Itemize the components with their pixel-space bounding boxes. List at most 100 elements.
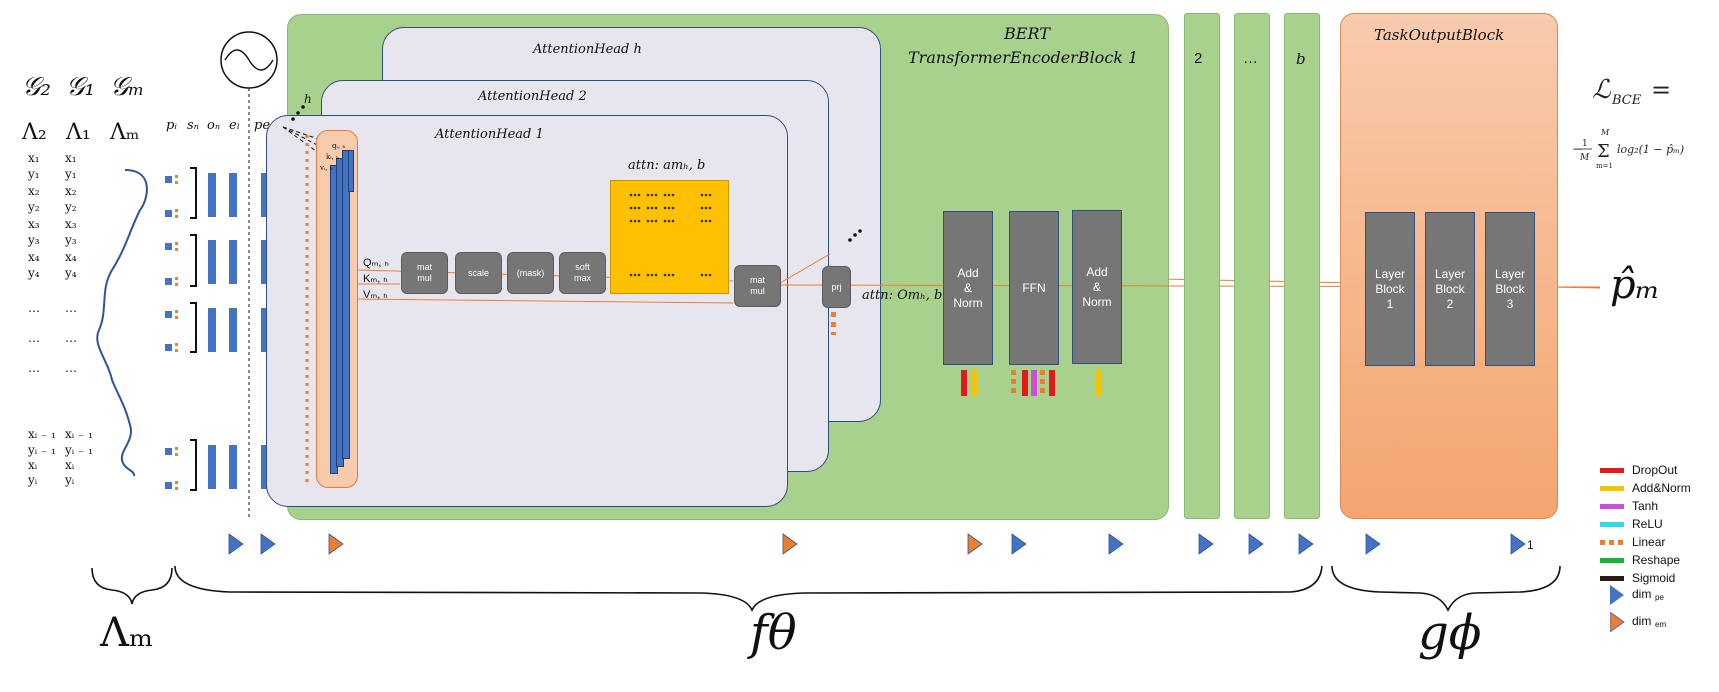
marker-add-norm	[1096, 370, 1102, 396]
legend-label: Add&Norm	[1632, 481, 1691, 495]
dimension-arrow-icon	[967, 533, 983, 555]
legend-label: ReLU	[1632, 517, 1663, 531]
encoder-block-b	[1284, 13, 1320, 519]
dimension-arrow-icon	[1510, 533, 1526, 555]
coordinate-value: xᵢ	[65, 458, 75, 472]
layer-block-3: Layer Block 3	[1485, 212, 1535, 366]
header-s: sₙ	[187, 118, 199, 133]
add-norm-2-block: Add & Norm	[1072, 210, 1122, 364]
legend-swatch	[1600, 486, 1624, 491]
legend-swatch	[1600, 504, 1624, 509]
coordinate-value: …	[65, 331, 77, 345]
linear-marker	[175, 283, 178, 286]
embedding-bar	[261, 308, 269, 352]
embedding-bar	[229, 308, 237, 352]
linear-marker	[175, 248, 178, 251]
layer-block-1: Layer Block 1	[1365, 212, 1415, 366]
encoder-block-2	[1184, 13, 1220, 519]
legend-label: Tanh	[1632, 499, 1659, 513]
linear-marker	[175, 215, 178, 218]
coordinate-value: yᵢ	[28, 473, 38, 487]
marker-tanh	[1031, 370, 1037, 396]
marker-linear	[1011, 370, 1016, 396]
legend-label: DropOut	[1632, 463, 1678, 477]
head-count-label: h	[304, 92, 312, 106]
embedding-bar	[229, 445, 237, 489]
coordinate-value: …	[65, 361, 77, 375]
coordinate-value: yᵢ	[65, 473, 75, 487]
lambda-label-2: Λ₂	[22, 120, 47, 145]
header-e: eₗ	[229, 118, 240, 133]
f-theta-label: fθ	[750, 605, 797, 661]
linear-marker	[175, 242, 178, 245]
coordinate-value: x₄	[28, 250, 40, 264]
dimension-arrow-icon	[1248, 533, 1264, 555]
linear-marker	[175, 343, 178, 346]
marker-dropout	[1049, 370, 1055, 396]
matmul-2-op: mat mul	[734, 265, 781, 307]
linear-marker	[175, 310, 178, 313]
dimension-arrow-icon	[1108, 533, 1124, 555]
dimension-arrow-icon	[260, 533, 276, 555]
layer-block-2: Layer Block 2	[1425, 212, 1475, 366]
mask-op: (mask)	[507, 252, 554, 294]
attention-map	[610, 180, 729, 294]
embedding-bar	[229, 240, 237, 284]
embedding-bar	[261, 445, 269, 489]
marker-add-norm	[971, 370, 977, 396]
embedding-bar	[229, 173, 237, 217]
coordinate-value: y₄	[28, 266, 40, 280]
attention-output-label: attn: Omₕ, b	[862, 288, 943, 303]
coordinate-value: x₂	[65, 184, 77, 198]
marker-linear	[1040, 370, 1045, 396]
legend-swatch	[1600, 540, 1624, 545]
p-token	[165, 311, 172, 318]
pillar-b-label: b	[1296, 50, 1306, 68]
p-token	[165, 448, 172, 455]
p-token	[165, 176, 172, 183]
small-q-label: qᵢ, ₕ	[332, 142, 346, 150]
svg-text:log₂(1 − p̂ₘ): log₂(1 − p̂ₘ)	[1617, 143, 1684, 156]
coordinate-value: y₂	[28, 200, 40, 214]
softmax-op: soft max	[559, 252, 606, 294]
svg-text:Σ: Σ	[1597, 141, 1610, 162]
k-label: Kₘ, ₕ	[363, 273, 388, 285]
coordinate-value: …	[28, 361, 40, 375]
prj-op: prj	[822, 266, 851, 308]
head-h-label: AttentionHead h	[533, 42, 642, 57]
graph-label-m: 𝒢ₘ	[110, 72, 145, 102]
pillar-ellipsis-label: …	[1243, 50, 1258, 67]
dimension-arrow-icon	[1365, 533, 1381, 555]
head-1-label: AttentionHead 1	[435, 127, 544, 142]
g-phi-label: gϕ	[1418, 605, 1482, 661]
dimension-arrow-icon	[1198, 533, 1214, 555]
p-token	[165, 482, 172, 489]
coordinate-value: x₃	[65, 217, 77, 231]
coordinate-value: …	[28, 331, 40, 345]
legend-swatch	[1600, 468, 1624, 473]
task-output-title: TaskOutputBlock	[1374, 26, 1505, 44]
coordinate-value: xᵢ	[28, 458, 38, 472]
braces	[91, 565, 1561, 612]
svg-text:BCE: BCE	[1611, 93, 1642, 108]
coordinate-value: y₁	[28, 167, 40, 181]
coordinate-value: y₃	[65, 233, 77, 247]
lambda-brace-label: Λₘ	[100, 610, 154, 656]
coordinate-value: y₁	[65, 167, 77, 181]
legend-label: Linear	[1632, 535, 1666, 549]
q-label: Qₘ, ₕ	[363, 257, 389, 269]
svg-text:M: M	[1600, 128, 1610, 137]
p-token	[165, 243, 172, 250]
coordinate-value: x₁	[28, 151, 40, 165]
linear-marker	[175, 175, 178, 178]
coordinate-value: x₄	[65, 250, 77, 264]
legend-swatch	[1600, 576, 1624, 581]
p-token	[165, 344, 172, 351]
v-label: Vₘ, ₕ	[363, 289, 388, 301]
linear-marker	[175, 487, 178, 490]
linear-marker	[175, 447, 178, 450]
linear-marker	[175, 209, 178, 212]
embedding-bar	[261, 240, 269, 284]
p-token	[165, 210, 172, 217]
sine-wave-icon	[224, 49, 274, 71]
